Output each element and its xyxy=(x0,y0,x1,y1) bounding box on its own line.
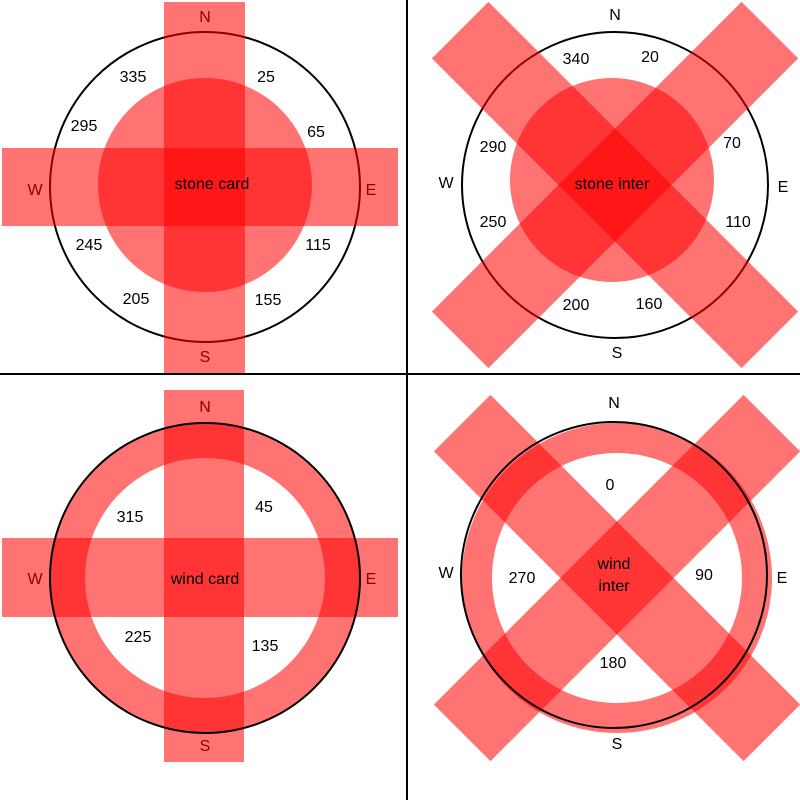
compass-circle xyxy=(461,31,769,339)
center-label-line1: wind xyxy=(597,556,631,573)
bearing-label: 135 xyxy=(252,638,279,655)
direction-west: W xyxy=(27,571,43,588)
bearing-label: 160 xyxy=(636,296,663,313)
bearing-label: 270 xyxy=(509,570,536,587)
wind-ring xyxy=(50,423,360,733)
direction-east: E xyxy=(366,182,377,199)
direction-west: W xyxy=(438,175,454,192)
bearing-label: 20 xyxy=(641,49,659,66)
bearing-label: 250 xyxy=(480,214,507,231)
bearing-label: 205 xyxy=(123,291,150,308)
direction-east: E xyxy=(366,571,377,588)
panel-stone-inter: N E S W 340 20 290 70 250 110 200 160 st… xyxy=(431,1,799,369)
compass-circle xyxy=(460,421,768,729)
direction-south: S xyxy=(200,349,211,366)
direction-west: W xyxy=(438,565,454,582)
bearing-label: 335 xyxy=(120,69,147,86)
panel-wind-inter: N E S W 0 270 90 180 wind inter xyxy=(433,394,800,762)
bearing-label: 25 xyxy=(257,69,275,86)
bearing-label: 290 xyxy=(480,139,507,156)
bearing-label: 110 xyxy=(725,214,751,231)
bearing-label: 155 xyxy=(255,292,282,309)
bearing-label: 200 xyxy=(563,297,590,314)
stone-disc xyxy=(98,78,312,292)
direction-north: N xyxy=(609,7,621,24)
panel-stone-card: N E S W 335 25 295 65 245 115 205 155 st… xyxy=(2,2,398,374)
direction-south: S xyxy=(200,738,211,755)
bearing-label: 180 xyxy=(600,655,627,672)
center-label: stone inter xyxy=(575,176,650,193)
bearing-label: 90 xyxy=(695,567,713,584)
center-label: stone card xyxy=(175,176,250,193)
bearing-label: 315 xyxy=(117,509,144,526)
stone-disc xyxy=(510,78,714,282)
direction-west: W xyxy=(27,182,43,199)
direction-south: S xyxy=(612,345,623,362)
bearing-label: 70 xyxy=(723,135,741,152)
panel-wind-card: N E S W 315 45 225 135 wind card xyxy=(2,390,398,762)
center-label-line2: inter xyxy=(598,578,630,595)
direction-east: E xyxy=(778,179,789,196)
direction-north: N xyxy=(199,399,211,416)
center-label: wind card xyxy=(170,571,239,588)
bearing-label: 115 xyxy=(305,237,331,254)
wind-ring xyxy=(462,423,772,733)
direction-north: N xyxy=(199,9,211,26)
bearing-label: 45 xyxy=(255,499,273,516)
bearing-label: 295 xyxy=(71,118,98,135)
bearing-label: 0 xyxy=(606,477,615,494)
direction-south: S xyxy=(612,736,623,753)
direction-north: N xyxy=(608,395,620,412)
direction-east: E xyxy=(777,570,788,587)
compass-circle xyxy=(49,422,361,734)
bearing-label: 245 xyxy=(76,237,103,254)
bearing-label: 225 xyxy=(125,629,152,646)
bearing-label: 340 xyxy=(563,51,590,68)
bearing-label: 65 xyxy=(307,124,325,141)
